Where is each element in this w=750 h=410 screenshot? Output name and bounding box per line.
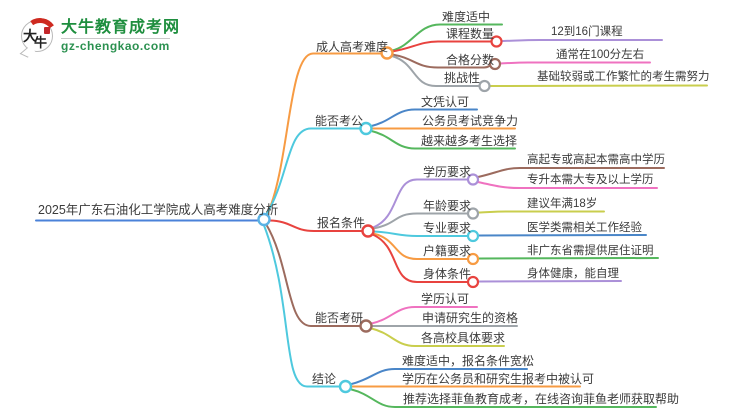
site-logo[interactable]: 大 牛 大牛教育成考网 gz-chengkao.com xyxy=(19,15,181,58)
branch-1-child-0-label[interactable]: 文凭认可 xyxy=(421,95,470,109)
edge-branch4-child0 xyxy=(350,368,528,385)
edge-branch2-child4 xyxy=(371,233,468,283)
branch-3-label[interactable]: 能否考研 xyxy=(315,311,364,325)
edge-root-to-branch-4 xyxy=(262,223,340,388)
edge-branch2-child4-gchild0 xyxy=(477,280,622,283)
branch-0-child-0-label[interactable]: 难度适中 xyxy=(442,10,491,24)
edge-branch2-child0 xyxy=(372,178,468,229)
root-node-toggle[interactable] xyxy=(257,212,271,227)
branch-0-child-3-toggle[interactable] xyxy=(478,79,491,93)
edge-branch2-child0-gchild1 xyxy=(477,181,658,189)
branch-0-child-1-label[interactable]: 课程数量 xyxy=(446,27,495,41)
edge-root-to-branch-2 xyxy=(268,219,363,232)
branch-2-child-4-toggle[interactable] xyxy=(466,275,480,289)
branch-0-child-1-toggle[interactable] xyxy=(490,35,503,48)
branch-2-child-0-label[interactable]: 学历要求 xyxy=(423,165,472,179)
branch-2-toggle[interactable] xyxy=(361,224,375,238)
edge-branch0-child2 xyxy=(391,53,491,69)
edge-branch2-child3-gchild0 xyxy=(477,257,659,260)
root-node-label[interactable]: 2025年广东石油化工学院成人高考难度分析 xyxy=(38,203,279,217)
branch-2-child-4-label[interactable]: 身体条件 xyxy=(423,267,472,281)
branch-3-child-1-label[interactable]: 申请研究生的资格 xyxy=(422,311,519,325)
branch-2-child-3-gchild-0-label[interactable]: 非广东省需提供居住证明 xyxy=(527,245,654,257)
edge-root-to-branch-0 xyxy=(266,52,384,216)
branch-2-child-3-toggle[interactable] xyxy=(466,252,480,266)
edge-root-to-branch-1 xyxy=(265,127,361,216)
branch-2-label[interactable]: 报名条件 xyxy=(317,216,366,230)
edge-branch1-child2 xyxy=(370,130,516,150)
edge-branch2-child1-gchild0 xyxy=(477,210,605,214)
branch-2-child-4-gchild-0-label[interactable]: 身体健康，能自理 xyxy=(527,268,619,280)
logo-seal-icon xyxy=(44,27,50,34)
branch-4-child-0-label[interactable]: 难度适中，报名条件宽松 xyxy=(402,354,535,368)
branch-1-label[interactable]: 能否考公 xyxy=(315,114,364,128)
branch-2-child-0-toggle[interactable] xyxy=(466,173,480,186)
branch-4-child-1-label[interactable]: 学历在公务员和研究生报考中被认可 xyxy=(402,372,595,386)
branch-2-child-0-gchild-1-label[interactable]: 专升本需大专及以上学历 xyxy=(527,174,654,186)
logo-bubble-icon: 大 牛 xyxy=(19,15,60,58)
edge-branch2-child2 xyxy=(372,230,468,237)
edge-branch2-child2-gchild0 xyxy=(477,234,647,237)
branch-4-child-2-label[interactable]: 推荐选择菲鱼教育成考，在线咨询菲鱼老师获取帮助 xyxy=(403,392,680,406)
branch-0-child-2-gchild-0-label[interactable]: 通常在100分左右 xyxy=(556,49,645,61)
edge-branch0-child1 xyxy=(391,40,492,53)
branch-2-child-2-gchild-0-label[interactable]: 医学类需相关工作经验 xyxy=(527,222,642,234)
edge-branch0-child3 xyxy=(391,55,480,87)
edge-branch0-child1-gchild0 xyxy=(502,39,663,42)
branch-0-label[interactable]: 成人高考难度 xyxy=(316,40,389,54)
edge-branch3-child0 xyxy=(370,306,478,325)
branch-1-toggle[interactable] xyxy=(359,121,373,136)
branch-0-child-3-label[interactable]: 挑战性 xyxy=(444,71,481,85)
branch-3-toggle[interactable] xyxy=(359,319,373,333)
edge-root-to-branch-3 xyxy=(265,223,361,327)
branch-0-child-2-toggle[interactable] xyxy=(488,57,502,71)
site-url: gz-chengkao.com xyxy=(61,38,170,53)
branch-2-child-1-gchild-0-label[interactable]: 建议年满18岁 xyxy=(527,198,598,210)
logo-char-da: 大 xyxy=(23,30,37,45)
branch-0-child-1-gchild-0-label[interactable]: 12到16门课程 xyxy=(551,26,623,38)
edge-branch3-child2 xyxy=(370,327,505,347)
branch-2-child-0-gchild-0-label[interactable]: 高起专或高起本需高中学历 xyxy=(527,154,665,166)
branch-2-child-2-label[interactable]: 专业要求 xyxy=(423,221,472,235)
edge-branch1-child0 xyxy=(370,108,478,127)
edge-branch0-child3-gchild0 xyxy=(489,84,708,87)
branch-2-child-3-label[interactable]: 户籍要求 xyxy=(423,244,472,258)
branch-0-child-2-label[interactable]: 合格分数 xyxy=(446,53,495,67)
site-name: 大牛教育成考网 xyxy=(61,19,181,36)
branch-1-child-2-label[interactable]: 越来越多考生选择 xyxy=(421,134,518,148)
edge-branch2-child0-gchild0 xyxy=(477,167,665,178)
logo-bubble-shape xyxy=(21,20,53,52)
branch-0-child-3-gchild-0-label[interactable]: 基础较弱或工作繁忙的考生需努力 xyxy=(537,71,710,83)
branch-4-label[interactable]: 结论 xyxy=(312,372,337,386)
branch-3-child-0-label[interactable]: 学历认可 xyxy=(421,292,470,306)
edge-branch2-child3 xyxy=(372,232,468,260)
branch-1-child-1-label[interactable]: 公务员考试竞争力 xyxy=(422,114,519,128)
edge-branch4-child2 xyxy=(350,388,657,408)
branch-4-toggle[interactable] xyxy=(338,379,353,394)
branch-2-child-2-toggle[interactable] xyxy=(466,229,480,243)
logo-char-niu: 牛 xyxy=(34,35,48,50)
branch-2-child-1-label[interactable]: 年龄要求 xyxy=(423,199,472,213)
branch-2-child-1-toggle[interactable] xyxy=(466,207,480,220)
edge-branch0-child0 xyxy=(391,23,503,52)
branch-0-toggle[interactable] xyxy=(380,46,394,60)
edge-branch0-child2-gchild0 xyxy=(499,61,651,65)
edge-branch2-child1 xyxy=(372,212,468,230)
branch-3-child-2-label[interactable]: 各高校具体要求 xyxy=(421,331,506,345)
